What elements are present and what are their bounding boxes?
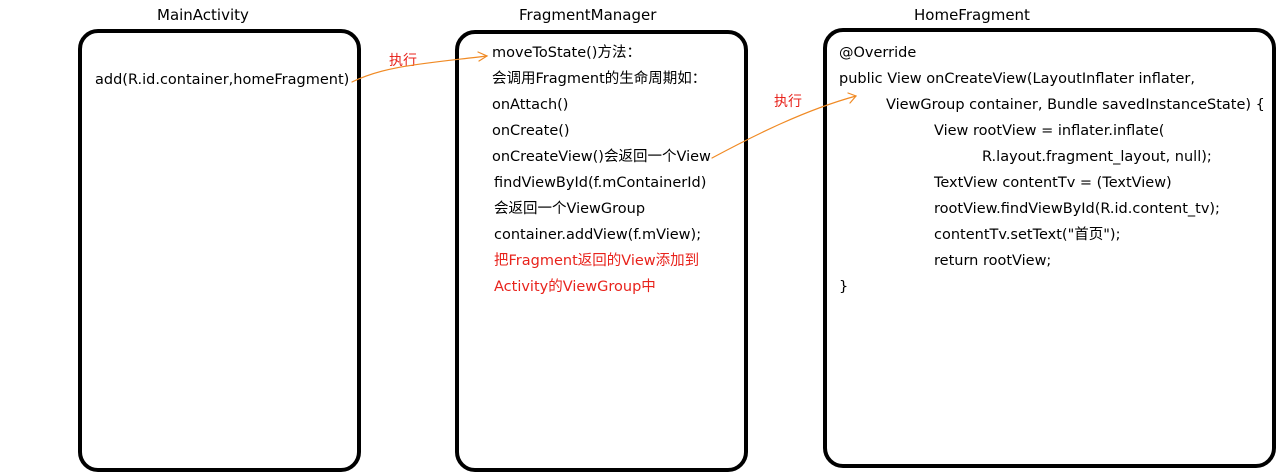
hf-line-override: @Override: [839, 45, 917, 61]
hf-line-return: return rootView;: [934, 253, 1052, 269]
hf-line-signature-1: public View onCreateView(LayoutInflater …: [839, 71, 1195, 87]
fragment-manager-box: [455, 30, 748, 472]
fm-line-lifecycle: 会调用Fragment的生命周期如：: [492, 71, 707, 87]
home-fragment-box: [823, 28, 1276, 468]
hf-line-set-text: contentTv.setText("首页");: [934, 227, 1121, 243]
fm-line-add-view: container.addView(f.mView);: [494, 227, 702, 243]
fm-line-on-create: onCreate(): [492, 123, 570, 139]
execute-label-2: 执行: [774, 94, 802, 110]
fm-line-returns-viewgroup: 会返回一个ViewGroup: [494, 201, 646, 217]
fm-line-move-to-state: moveToState()方法：: [492, 45, 641, 61]
main-activity-title: MainActivity: [157, 6, 249, 24]
home-fragment-title: HomeFragment: [914, 6, 1030, 24]
execute-label-1: 执行: [389, 53, 417, 69]
hf-line-signature-2: ViewGroup container, Bundle savedInstanc…: [886, 97, 1265, 113]
hf-line-close-brace: }: [839, 279, 849, 295]
fm-line-highlight-1: 把Fragment返回的View添加到: [494, 253, 700, 269]
fm-line-find-view-by-id: findViewById(f.mContainerId): [494, 175, 707, 191]
hf-line-inflate-2: R.layout.fragment_layout, null);: [982, 149, 1212, 165]
hf-line-textview-1: TextView contentTv = (TextView): [934, 175, 1172, 191]
main-activity-add-call: add(R.id.container,homeFragment): [95, 72, 350, 88]
fm-line-on-create-view: onCreateView()会返回一个View: [492, 149, 711, 165]
hf-line-inflate-1: View rootView = inflater.inflate(: [934, 123, 1165, 139]
fm-line-highlight-2: Activity的ViewGroup中: [494, 279, 656, 295]
fm-line-on-attach: onAttach(): [492, 97, 569, 113]
main-activity-box: [78, 29, 361, 472]
fragment-manager-title: FragmentManager: [519, 6, 657, 24]
hf-line-textview-2: rootView.findViewById(R.id.content_tv);: [934, 201, 1220, 217]
